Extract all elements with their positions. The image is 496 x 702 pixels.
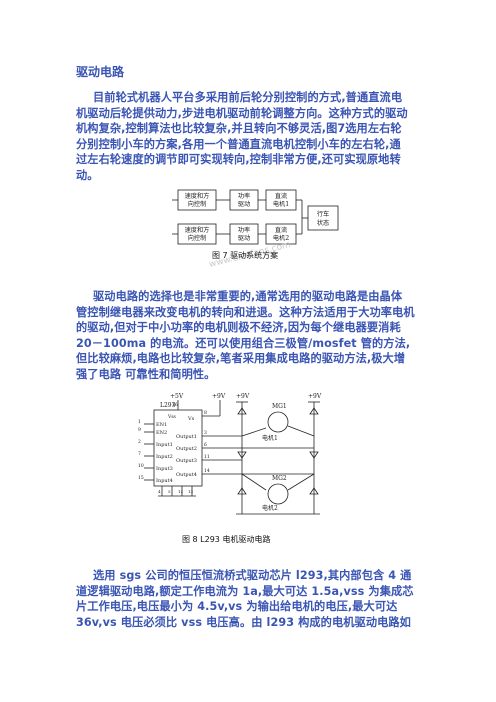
pin-label: Vss — [167, 414, 177, 420]
figure-8-circuit: +5V +9V +9V +9V MG1 电机1 MG2 电机2 L293 Vss… — [138, 393, 322, 515]
pin-label: Input4 — [156, 478, 173, 484]
text-line: 机构复杂,控制算法也比较复杂,并且转向不够灵活,图7选用左右轮 — [76, 122, 402, 136]
block-label: 行车 — [317, 210, 329, 218]
motor-2-label: MG2 — [272, 475, 287, 482]
paragraph-2: 驱动电路的选择也是非常重要的,通常选用的驱动电路是由晶体 管控制继电器来改变电机… — [76, 289, 426, 383]
supply-9v-label: +9V — [236, 393, 250, 400]
text-line: 分别控制小车的方案,各用一个普通直流电机控制小车的左右轮,通 — [76, 137, 401, 151]
block-label: 驱动 — [238, 201, 250, 208]
block-label: 速度和方 — [185, 192, 210, 200]
pin-number: 3 — [204, 430, 207, 436]
text-line: 但比较麻烦,电路也比较复杂,笔者采用集成电路的驱动方法,极大增 — [76, 352, 406, 366]
paragraph-1: 目前轮式机器人平台多采用前后轮分别控制的方式,普通直流电 机驱动后轮提供动力,步… — [76, 90, 426, 184]
pin-label: Output4 — [176, 472, 197, 478]
pin-number: 10 — [138, 463, 144, 469]
text-line: 20－100ma 的电流。还可以使用组合三极管/mosfet 管的方法, — [76, 336, 411, 350]
text-line: 过左右轮速度的调节即可实现转向,控制非常方便,还可实现原地转 — [76, 153, 401, 167]
pin-number: 7 — [138, 451, 141, 457]
pin-number: 11 — [204, 454, 210, 460]
text-line: 机驱动后轮提供动力,步进电机驱动前轮调整方向。这种方式的驱动 — [76, 106, 408, 120]
pin-label: EN2 — [156, 430, 167, 436]
figure-8-caption: 图 8 L293 电机驱动电路 — [182, 535, 271, 544]
figure-7-caption: 图 7 驱动系统方案 — [212, 251, 279, 260]
text-line: 的驱动,但对于中小功率的电机则极不经济,因为每个继电器要消耗 — [76, 321, 401, 335]
motor-2-name: 电机2 — [262, 504, 278, 512]
pin-label: Vs — [187, 416, 195, 422]
pin-number: 16 — [172, 402, 178, 408]
text-line: 选用 sgs 公司的恒压恒流桥式驱动芯片 l293,其内部包含 4 通 — [93, 569, 412, 582]
text-line: 片工作电压,电压最小为 4.5v,vs 为输出给电机的电压,最大可达 — [76, 600, 398, 614]
motor-1-label: MG1 — [272, 403, 287, 410]
pin-number: 6 — [204, 442, 207, 448]
block-label: 功率 — [238, 226, 250, 234]
block-label: 电机1 — [273, 200, 289, 208]
text-line: 目前轮式机器人平台多采用前后轮分别控制的方式,普通直流电 — [93, 91, 403, 104]
text-line: 36v,vs 电压必须比 vss 电压高。由 l293 构成的电机驱动电路如 — [76, 615, 411, 629]
figure-7-block-diagram: 速度和方 向控制 功率 驱动 直流 电机1 速度和方 向控制 功率 驱动 直流 … — [172, 189, 339, 245]
pin-label: Output3 — [176, 458, 197, 464]
section-heading: 驱动电路 — [76, 65, 125, 79]
pin-label: Output1 — [176, 434, 197, 440]
pin-label: Output2 — [176, 446, 197, 452]
supply-5v-label: +5V — [170, 393, 184, 400]
pin-number: 9 — [138, 427, 141, 433]
block-label: 驱动 — [238, 235, 250, 242]
block-label: 电机2 — [273, 234, 289, 242]
pin-number: 15 — [138, 475, 144, 481]
pin-number: 12 — [178, 489, 184, 494]
pin-number: 14 — [204, 468, 210, 474]
block-label: 功率 — [238, 192, 250, 200]
block-label: 直流 — [275, 226, 287, 234]
text-line: 强了电路 可靠性和简明性。 — [76, 367, 216, 381]
block-label: 向控制 — [188, 234, 207, 242]
chip-label: L293 — [160, 402, 176, 409]
block-label: 速度和方 — [185, 226, 210, 234]
block-label: 状态 — [317, 219, 329, 227]
pin-number: 1 — [138, 419, 141, 425]
supply-9v-label: +9V — [308, 393, 322, 400]
pin-label: Input2 — [156, 454, 173, 460]
pin-number: 13 — [188, 489, 194, 494]
text-line: 管控制继电器来改变电机的转向和进退。这种方法适用于大功率电机 — [76, 305, 415, 319]
pin-label: Input3 — [156, 466, 173, 472]
text-line: 驱动电路的选择也是非常重要的,通常选用的驱动电路是由晶体 — [93, 290, 403, 303]
pin-number: 4 — [158, 489, 161, 494]
text-line: 道逻辑驱动电路,额定工作电流为 1a,最大可达 1.5a,vss 为集成芯 — [76, 584, 414, 598]
motor-1-name: 电机1 — [262, 434, 278, 442]
pin-number: 8 — [204, 410, 207, 416]
pin-number: 5 — [168, 489, 171, 494]
pin-label: EN1 — [156, 422, 167, 428]
paragraph-3: 选用 sgs 公司的恒压恒流桥式驱动芯片 l293,其内部包含 4 通 道逻辑驱… — [76, 568, 426, 630]
pin-label: Input1 — [156, 442, 173, 448]
block-label: 直流 — [275, 192, 287, 200]
block-label: 向控制 — [188, 200, 207, 208]
pin-number: 2 — [138, 439, 141, 445]
text-line: 动。 — [76, 168, 99, 182]
supply-9v-label: +9V — [212, 393, 226, 400]
